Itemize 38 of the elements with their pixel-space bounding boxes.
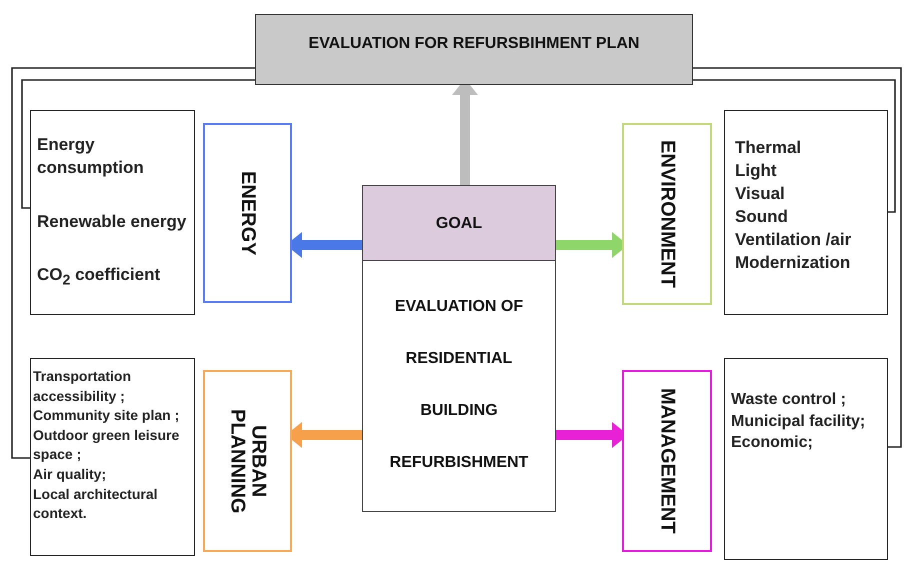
criterion-text: Air quality; xyxy=(33,464,108,484)
criterion-text: Thermal xyxy=(735,137,802,159)
criterion-text: Visual xyxy=(735,182,786,205)
category-label: ENVIRONMENT xyxy=(656,140,678,288)
criterion-text: Waste control ; xyxy=(731,390,847,410)
goal-box xyxy=(362,185,556,512)
criterion-text: Energy consumption xyxy=(37,134,145,180)
category-label: ENERGY xyxy=(237,170,258,256)
criterion-text: Light xyxy=(735,160,778,182)
criterion-text: Ventilation /air xyxy=(735,228,852,251)
criterion-text: Renewable energy xyxy=(37,210,188,233)
category-box xyxy=(203,123,292,303)
criterion-text: Outdoor green leisure space ; xyxy=(33,426,180,464)
title-text: EVALUATION FOR REFURSBIHMENT PLAN xyxy=(308,35,640,53)
connector-line xyxy=(21,79,255,209)
title-box xyxy=(255,14,693,85)
criterion-text: Sound xyxy=(735,206,789,228)
connector-line xyxy=(693,79,896,213)
criteria-list xyxy=(30,110,195,315)
criterion-text: CO$_{2}$ coefficient xyxy=(37,264,162,291)
connector-line xyxy=(693,67,902,448)
goal-text: EVALUATION OF RESIDENTIAL BUILDING REFURBISHMENT xyxy=(388,297,530,473)
connector-line xyxy=(11,67,255,459)
criteria-list xyxy=(724,110,888,315)
category-box xyxy=(622,370,712,552)
criteria-list xyxy=(724,358,888,560)
criterion-text: Local architectural context. xyxy=(33,484,158,524)
category-label: MANAGEMENT xyxy=(656,388,678,534)
criterion-text: Municipal facility; xyxy=(731,412,866,432)
goal-header: GOAL xyxy=(363,186,555,261)
criterion-text: Transportation accessibility ; xyxy=(33,367,132,406)
criterion-text: Community site plan ; xyxy=(33,406,180,426)
category-box xyxy=(622,123,712,305)
criterion-text: Economic; xyxy=(731,433,814,454)
category-label: URBAN PLANNING xyxy=(226,408,268,516)
category-box xyxy=(203,370,292,552)
criteria-list xyxy=(30,358,195,556)
criterion-text: Modernization xyxy=(735,252,852,274)
